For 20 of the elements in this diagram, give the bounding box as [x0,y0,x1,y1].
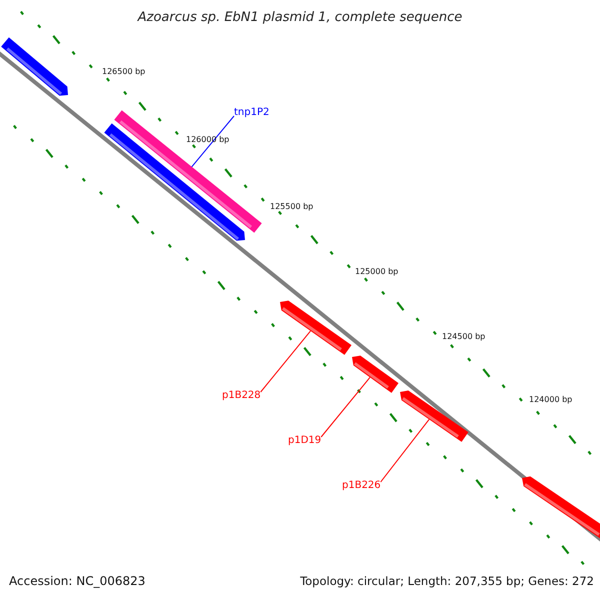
sequence-summary: Topology: circular; Length: 207,355 bp; Genes: 272 [300,574,594,588]
gene-bar [352,356,398,393]
gene-label: tnp1P2 [234,107,270,118]
gene-bar [1,37,68,96]
gene-bar [400,390,468,442]
diagram-title: Azoarcus sp. EbN1 plasmid 1, complete sequence [136,10,464,25]
leader-line [380,418,430,482]
gene-label: p1B226 [342,480,381,491]
gene-label: p1D19 [288,435,322,446]
gene-label: p1B228 [222,390,261,401]
position-label: 124500 bp [442,332,486,341]
accession-note: Accession: NC_006823 [9,574,146,588]
gene-bar [104,123,245,241]
gene-bar [280,300,352,355]
position-label: 124000 bp [529,395,572,404]
leader-line [191,116,234,168]
leader-line [320,376,370,438]
gene-bar [522,476,600,540]
position-label: 126500 bp [102,67,146,76]
leader-line [260,330,312,392]
